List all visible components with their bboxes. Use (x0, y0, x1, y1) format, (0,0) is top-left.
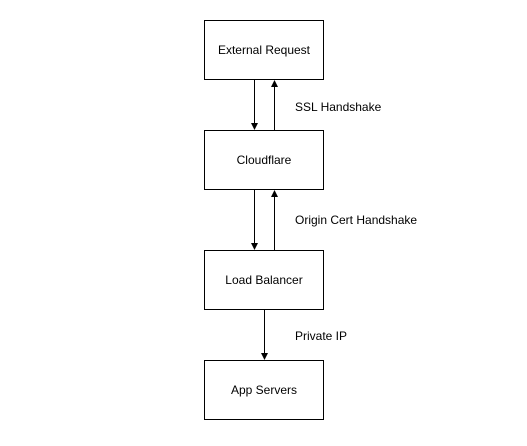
node-app-servers-box (204, 360, 324, 420)
arrowhead-up-icon (271, 80, 278, 87)
node-load-balancer: Load Balancer (204, 250, 324, 310)
node-cloudflare: Cloudflare (204, 130, 324, 190)
node-external-request: External Request (204, 20, 324, 80)
node-load-balancer-box (204, 250, 324, 310)
arrow-load-balancer-to-app-servers (261, 310, 268, 360)
arrow-cloudflare-to-external (271, 80, 278, 130)
node-external-request-label: External Request (218, 43, 311, 57)
edge-label-ssl-handshake: SSL Handshake (295, 100, 382, 114)
node-cloudflare-box (204, 130, 324, 190)
edge-label-private-ip: Private IP (295, 329, 347, 343)
arrowhead-down-icon (251, 243, 258, 250)
arrow-load-balancer-to-cloudflare (271, 190, 278, 250)
arrow-external-to-cloudflare (251, 80, 258, 130)
arrowhead-up-icon (271, 190, 278, 197)
node-cloudflare-label: Cloudflare (237, 153, 292, 167)
node-app-servers-label: App Servers (231, 383, 297, 397)
arrowhead-down-icon (261, 353, 268, 360)
arrowhead-down-icon (251, 123, 258, 130)
arrow-cloudflare-to-load-balancer (251, 190, 258, 250)
node-load-balancer-label: Load Balancer (225, 273, 302, 287)
edge-label-origin-cert-handshake: Origin Cert Handshake (295, 213, 417, 227)
node-external-request-box (204, 20, 324, 80)
node-app-servers: App Servers (204, 360, 324, 420)
